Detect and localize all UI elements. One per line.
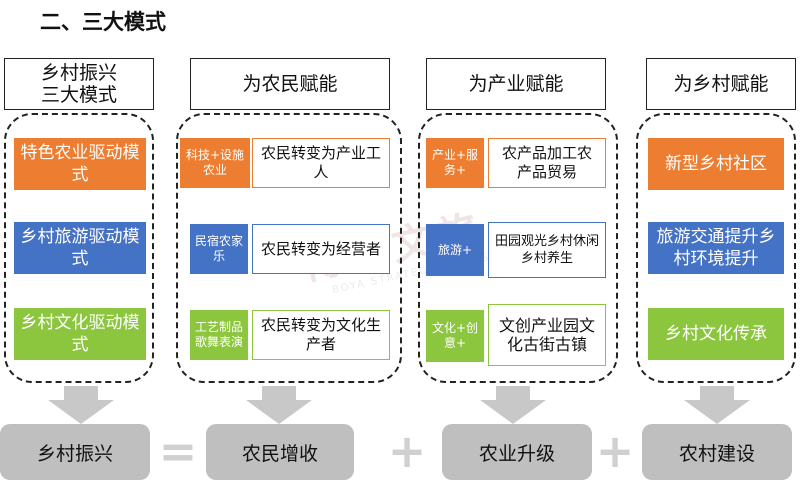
- arrow-down-icon: [48, 386, 114, 424]
- mode-rural-tourism: 乡村旅游驱动模式: [14, 222, 146, 274]
- new-rural-community: 新型乡村社区: [648, 138, 784, 190]
- label-tech-agriculture: 科技+设施农业: [180, 138, 250, 188]
- header-empower-farmers: 为农民赋能: [190, 58, 390, 110]
- result-farmer-income: 农民增收: [206, 424, 354, 480]
- arrow-down-icon: [480, 386, 546, 424]
- rural-culture-heritage: 乡村文化传承: [648, 308, 784, 360]
- header-label: 为农民赋能: [242, 73, 338, 95]
- result-rural-construction: 农村建设: [642, 424, 792, 480]
- rural-tourism-activities: 田园观光乡村休闲乡村养生: [488, 222, 606, 278]
- result-rural-revitalization: 乡村振兴: [0, 424, 150, 480]
- label-homestay: 民宿农家乐: [190, 224, 248, 274]
- header-line: 三大模式: [40, 84, 117, 106]
- header-empower-industry: 为产业赋能: [426, 58, 606, 110]
- plus-sign: +: [595, 424, 635, 478]
- label-tourism: 旅游+: [426, 224, 484, 276]
- farmer-to-culture-producer: 农民转变为文化生产者: [252, 310, 390, 360]
- transport-environment-upgrade: 旅游交通提升乡村环境提升: [648, 222, 784, 274]
- agri-processing-trade: 农产品加工农产品贸易: [488, 138, 606, 188]
- dashed-group-industry: [418, 113, 618, 383]
- farmer-to-operator: 农民转变为经营者: [252, 224, 390, 274]
- dashed-group-farmers: [176, 113, 402, 383]
- mode-specialty-agriculture: 特色农业驱动模式: [14, 138, 146, 190]
- header-rural-revitalization: 乡村振兴 三大模式: [4, 58, 154, 110]
- equals-sign: =: [158, 424, 198, 478]
- arrow-down-icon: [246, 386, 312, 424]
- creative-industry-ancient-town: 文创产业园文化古街古镇: [488, 304, 606, 366]
- label-culture-creative: 文化+创意+: [426, 310, 484, 362]
- label-industry-service: 产业+服务+: [426, 138, 484, 188]
- dashed-group-modes: [4, 113, 154, 383]
- header-line: 乡村振兴: [40, 62, 117, 84]
- farmer-to-industrial-worker: 农民转变为产业工人: [252, 138, 390, 188]
- result-agriculture-upgrade: 农业升级: [442, 424, 592, 480]
- mode-rural-culture: 乡村文化驱动模式: [14, 308, 146, 360]
- page-title: 二、三大模式: [40, 10, 166, 34]
- header-empower-countryside: 为乡村赋能: [646, 58, 796, 110]
- header-label: 为产业赋能: [468, 73, 564, 95]
- header-label: 为乡村赋能: [673, 73, 769, 95]
- dashed-group-countryside: [636, 113, 796, 383]
- plus-sign: +: [387, 424, 427, 478]
- label-crafts-performance: 工艺制品歌舞表演: [190, 310, 248, 360]
- arrow-down-icon: [684, 386, 750, 424]
